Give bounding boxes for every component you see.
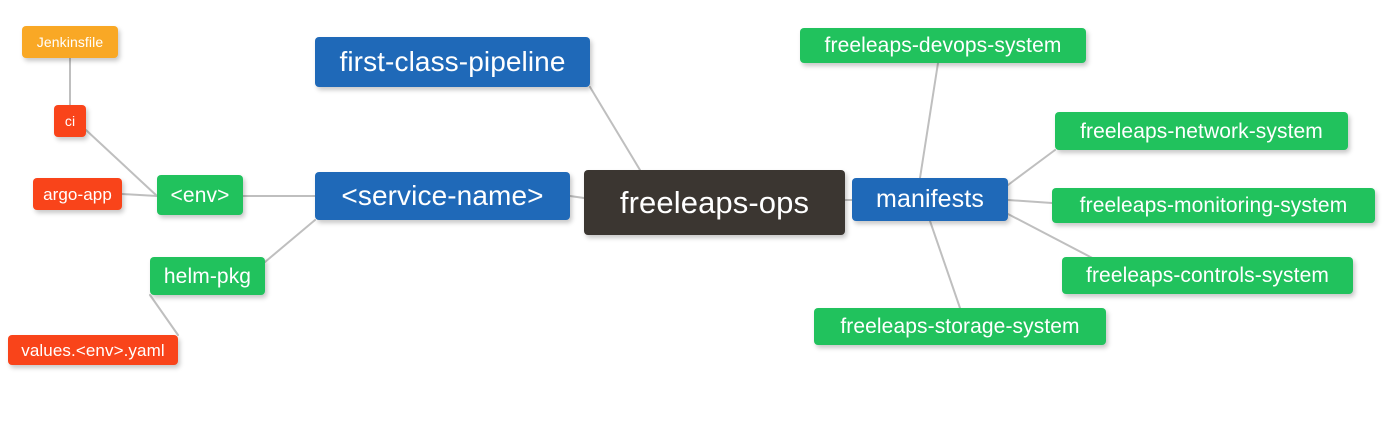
node-label-storage-sys: freeleaps-storage-system xyxy=(840,315,1080,338)
node-label-env: <env> xyxy=(170,183,230,207)
node-helm-pkg[interactable]: helm-pkg xyxy=(150,257,265,295)
node-label-values-yaml: values.<env>.yaml xyxy=(21,340,165,360)
node-env[interactable]: <env> xyxy=(157,175,243,215)
node-monitoring-sys[interactable]: freeleaps-monitoring-system xyxy=(1052,188,1375,223)
edge-manifests-to-devops-sys xyxy=(919,62,939,179)
node-label-ci: ci xyxy=(64,113,76,129)
edge-manifests-to-storage-sys xyxy=(929,220,961,309)
node-controls-sys[interactable]: freeleaps-controls-system xyxy=(1062,257,1353,294)
edge-manifests-to-network-sys xyxy=(1007,149,1056,186)
node-manifests[interactable]: manifests xyxy=(852,178,1008,221)
node-jenkinsfile[interactable]: Jenkinsfile xyxy=(22,26,118,58)
node-label-service-name: <service-name> xyxy=(341,180,544,211)
node-label-manifests: manifests xyxy=(876,185,984,213)
node-label-controls-sys: freeleaps-controls-system xyxy=(1086,264,1329,287)
node-storage-sys[interactable]: freeleaps-storage-system xyxy=(814,308,1106,345)
edge-argo-app-to-env xyxy=(121,193,158,197)
node-freeleaps-ops[interactable]: freeleaps-ops xyxy=(584,170,845,235)
node-values-yaml[interactable]: values.<env>.yaml xyxy=(8,335,178,365)
node-service-name[interactable]: <service-name> xyxy=(315,172,570,220)
edge-pipeline-to-freeleaps-ops xyxy=(589,86,641,171)
edge-helm-pkg-to-values-yaml xyxy=(149,294,179,336)
node-label-network-sys: freeleaps-network-system xyxy=(1080,119,1323,143)
node-ci[interactable]: ci xyxy=(54,105,86,137)
edge-service-name-to-helm-pkg xyxy=(264,219,316,263)
node-label-freeleaps-ops: freeleaps-ops xyxy=(619,185,810,220)
node-argo-app[interactable]: argo-app xyxy=(33,178,122,210)
node-label-helm-pkg: helm-pkg xyxy=(163,264,252,288)
node-label-jenkinsfile: Jenkinsfile xyxy=(36,34,104,50)
node-label-monitoring-sys: freeleaps-monitoring-system xyxy=(1079,194,1348,217)
edge-service-name-to-freeleaps-ops xyxy=(569,195,585,199)
node-label-devops-sys: freeleaps-devops-system xyxy=(824,34,1062,57)
node-label-argo-app: argo-app xyxy=(43,184,112,204)
edge-manifests-to-monitoring-sys xyxy=(1007,199,1053,204)
node-devops-sys[interactable]: freeleaps-devops-system xyxy=(800,28,1086,63)
node-pipeline[interactable]: first-class-pipeline xyxy=(315,37,590,87)
node-network-sys[interactable]: freeleaps-network-system xyxy=(1055,112,1348,150)
node-label-pipeline: first-class-pipeline xyxy=(339,46,566,77)
